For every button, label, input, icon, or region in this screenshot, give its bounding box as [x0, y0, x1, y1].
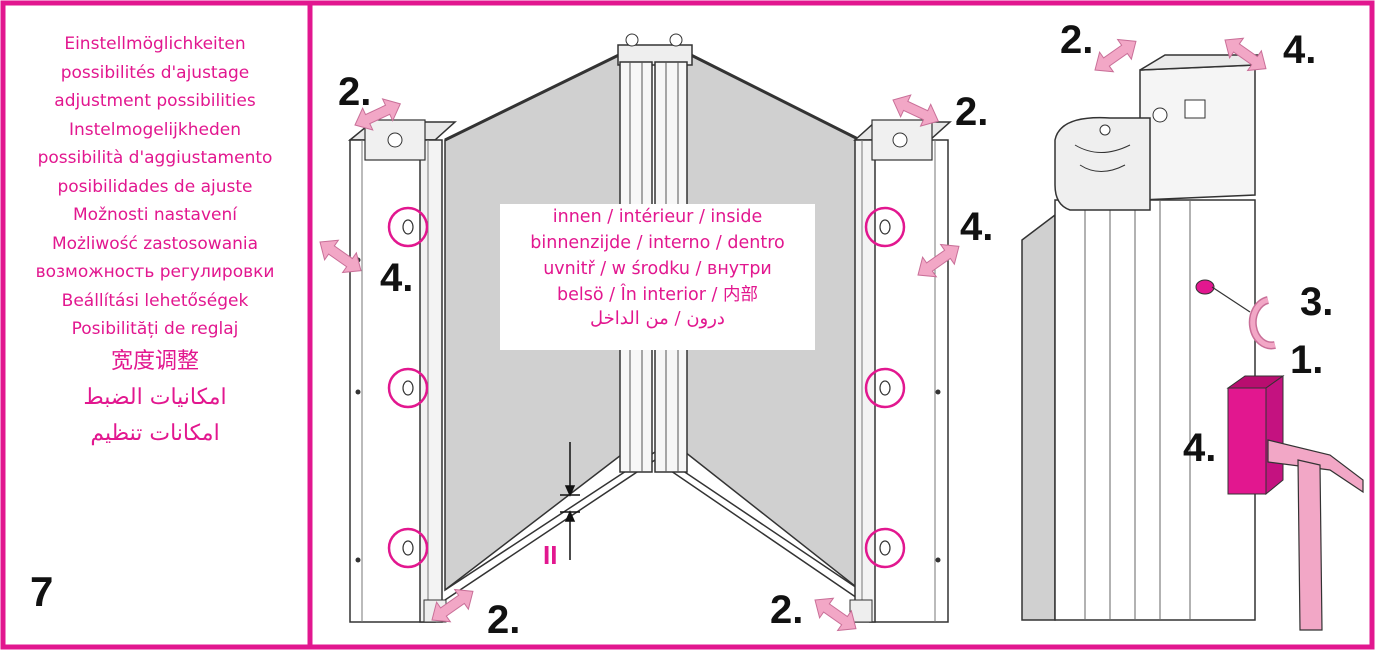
- lang-persian: امكانات تنظيم: [90, 420, 220, 446]
- lang-hungarian: Beállítási lehetőségek: [61, 290, 249, 311]
- lang-english: adjustment possibilities: [54, 91, 256, 111]
- callout-4-right: 4.: [960, 205, 994, 249]
- inside-line-1: innen / intérieur / inside: [552, 207, 763, 227]
- lang-romanian: Posibilități de reglaj: [71, 319, 239, 339]
- lang-french: possibilités d'ajustage: [60, 62, 250, 83]
- lang-arabic: امكانيات الضبط: [83, 384, 227, 410]
- lang-german: Einstellmöglichkeiten: [64, 34, 246, 54]
- hammer-and-block: [1226, 375, 1364, 631]
- language-panel: Einstellmöglichkeiten possibilités d'aju…: [0, 0, 310, 650]
- lang-russian: возможность регулировки: [35, 262, 275, 282]
- callout-2-detail: 2.: [1060, 18, 1094, 62]
- left-wall-profile: [347, 119, 457, 623]
- callout-1-detail: 1.: [1290, 338, 1324, 382]
- inside-line-4: belsö / În interior / 内部: [557, 285, 758, 305]
- detail-profile: [1021, 54, 1276, 621]
- gap-label: II: [543, 540, 558, 570]
- inside-label-box: innen / intérieur / inside binnenzijde /…: [500, 204, 815, 350]
- callout-2-right-bottom: 2.: [770, 588, 804, 632]
- gap-dimension: [560, 442, 580, 560]
- lang-czech: Možnosti nastavení: [73, 205, 237, 225]
- step-number: 7: [30, 568, 54, 615]
- inside-line-5: درون / من الداخل: [590, 308, 725, 329]
- callout-2-left-top: 2.: [338, 70, 372, 114]
- inside-line-3: uvnitř / w środku / внутри: [543, 259, 772, 279]
- inside-line-2: binnenzijde / interno / dentro: [530, 233, 785, 253]
- lang-italian: possibilità d'aggiustamento: [37, 148, 273, 168]
- screw-markers: [387, 206, 906, 569]
- callout-3-detail: 3.: [1300, 280, 1334, 324]
- callout-4-detail-hammer: 4.: [1183, 426, 1217, 470]
- lang-polish: Możliwość zastosowania: [51, 233, 259, 254]
- callout-2-left-bottom: 2.: [487, 598, 521, 642]
- lang-chinese: 宽度调整: [110, 348, 199, 374]
- lang-spanish: posibilidades de ajuste: [57, 176, 253, 197]
- callout-2-right-top: 2.: [955, 90, 989, 134]
- lang-dutch: Instelmogelijkheden: [69, 119, 241, 140]
- callout-4-detail-top: 4.: [1283, 28, 1317, 72]
- callout-4-left: 4.: [380, 256, 414, 300]
- language-list: Einstellmöglichkeiten possibilités d'aju…: [0, 30, 310, 452]
